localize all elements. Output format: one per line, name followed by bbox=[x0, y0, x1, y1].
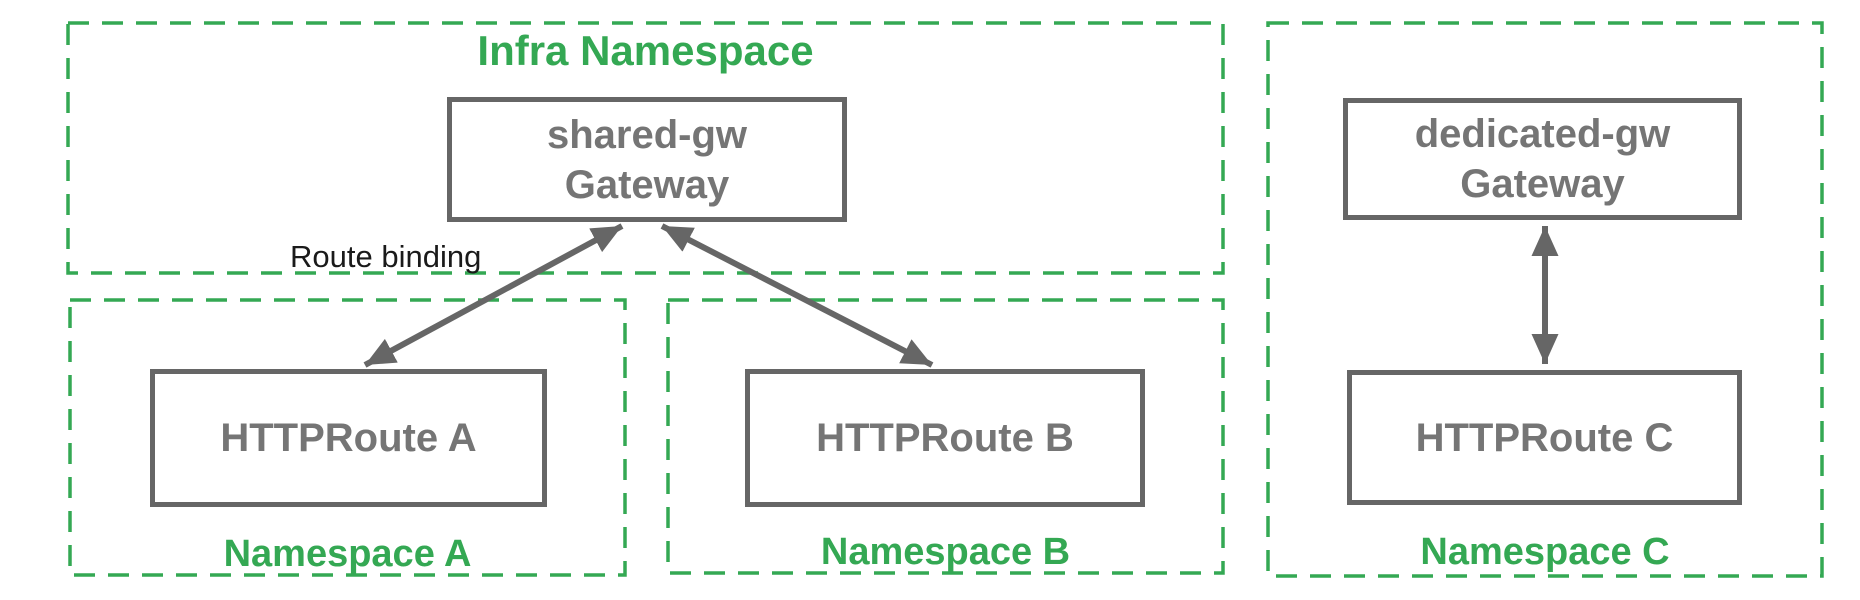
shared-gateway-node: shared-gw Gateway bbox=[447, 97, 847, 222]
namespace-b-label: Namespace B bbox=[820, 531, 1071, 573]
namespace-c-boundary bbox=[1266, 21, 1824, 578]
namespace-b-boundary bbox=[666, 298, 1225, 575]
route-binding-arrow-a bbox=[363, 223, 624, 368]
shared-gateway-kind: Gateway bbox=[564, 162, 730, 207]
dedicated-gateway-kind: Gateway bbox=[1460, 162, 1625, 206]
httproute-b-node: HTTPRoute B bbox=[745, 369, 1145, 507]
httproute-a-label: HTTPRoute A bbox=[220, 416, 477, 460]
namespace-a-label: Namespace A bbox=[223, 533, 472, 575]
dedicated-gateway-node: dedicated-gw Gateway bbox=[1343, 98, 1742, 220]
namespace-a-boundary bbox=[68, 298, 627, 577]
httproute-c-label: HTTPRoute C bbox=[1415, 415, 1674, 460]
infra-namespace-boundary bbox=[66, 21, 1225, 275]
httproute-b-label: HTTPRoute B bbox=[816, 416, 1074, 460]
infra-namespace-label: Infra Namespace bbox=[477, 27, 814, 74]
route-binding-annotation: Route binding bbox=[290, 239, 482, 274]
httproute-c-node: HTTPRoute C bbox=[1347, 370, 1742, 505]
namespace-c-label: Namespace C bbox=[1420, 531, 1670, 573]
httproute-a-node: HTTPRoute A bbox=[150, 369, 547, 507]
shared-gateway-name: shared-gw bbox=[546, 112, 748, 157]
dedicated-gateway-name: dedicated-gw bbox=[1414, 112, 1671, 156]
route-binding-arrow-b bbox=[660, 223, 934, 368]
